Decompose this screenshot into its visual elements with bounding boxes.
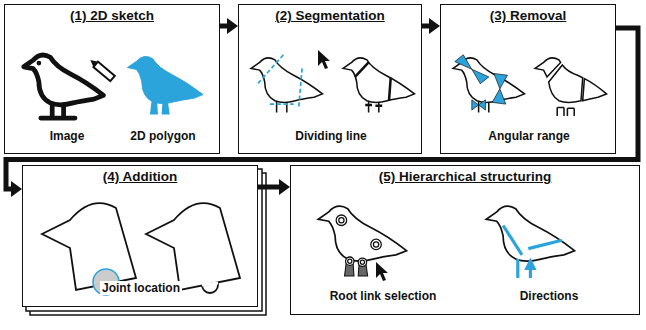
panel-title: (3) Removal xyxy=(441,8,615,23)
sketch-panel: (1) 2D sketchImage 2D polygon xyxy=(4,4,220,154)
segmented-bird xyxy=(343,58,414,113)
step-label: Directions xyxy=(518,289,581,303)
segmentation-panel: (2) SegmentationDividing line xyxy=(238,4,422,154)
pencil-icon xyxy=(88,57,115,81)
joint-bird xyxy=(318,206,406,276)
panel-title: (2) Segmentation xyxy=(239,8,421,23)
step-label: Dividing line xyxy=(293,129,368,143)
step-label: Image xyxy=(48,129,87,143)
cursor xyxy=(318,50,330,69)
step-label: 2D polygon xyxy=(128,129,197,143)
sketch-bird xyxy=(24,55,104,118)
outline-bird xyxy=(251,55,322,113)
step-label: Angular range xyxy=(486,129,571,143)
structuring-panel: (5) Hierarchical structuringRoot link se… xyxy=(290,165,640,315)
flow-arrow xyxy=(258,179,290,195)
range-bird xyxy=(453,55,524,113)
addition-panel: (4) AdditionJoint location xyxy=(22,165,258,307)
cursor xyxy=(376,262,388,281)
panel-title: (5) Hierarchical structuring xyxy=(291,169,639,184)
direction-bird xyxy=(486,206,574,278)
flow-arrow xyxy=(6,28,638,197)
step-label: Joint location xyxy=(100,281,182,295)
panel-title: (1) 2D sketch xyxy=(5,8,219,23)
polygon-bird xyxy=(127,56,203,114)
part-with-addition xyxy=(146,203,240,293)
sheet-ground xyxy=(22,165,258,307)
step-label: Root link selection xyxy=(328,289,439,303)
flow-arrow xyxy=(422,18,440,34)
removal-panel: (3) RemovalAngular range xyxy=(440,4,616,154)
panel-title: (4) Addition xyxy=(23,169,257,184)
flow-arrow xyxy=(220,18,238,34)
removed-bird xyxy=(535,58,606,116)
